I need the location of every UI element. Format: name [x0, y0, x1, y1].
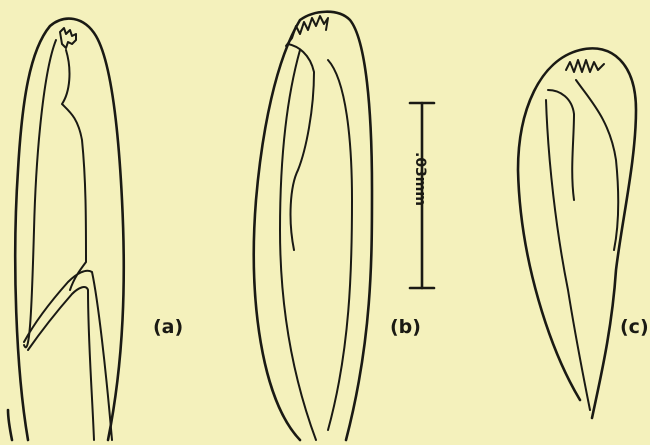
- structure-c-inner-left: [546, 100, 590, 410]
- structure-b-inner-right: [328, 60, 352, 430]
- panel-label-a: (a): [153, 316, 183, 338]
- structure-a-fork-inner: [28, 287, 94, 440]
- structure-c-inner-right: [576, 80, 618, 250]
- structure-a-stem: [8, 410, 12, 440]
- structure-b-ridge: [288, 44, 314, 250]
- structure-b-outline: [254, 12, 372, 440]
- structure-a-teeth: [60, 28, 76, 48]
- structure-c-outline: [518, 48, 636, 418]
- structure-a-inner-right: [62, 50, 86, 290]
- structure-b: [254, 12, 372, 440]
- structure-b-inner-left: [280, 50, 316, 440]
- structure-a: [8, 19, 124, 440]
- structure-a-fork: [24, 271, 112, 440]
- structure-c: [518, 48, 636, 418]
- structure-b-teeth: [286, 16, 328, 46]
- panel-label-b: (b): [390, 316, 421, 338]
- structure-c-teeth: [566, 60, 604, 72]
- scale-bar-label: .03mm: [412, 152, 428, 206]
- panel-label-c: (c): [620, 316, 649, 338]
